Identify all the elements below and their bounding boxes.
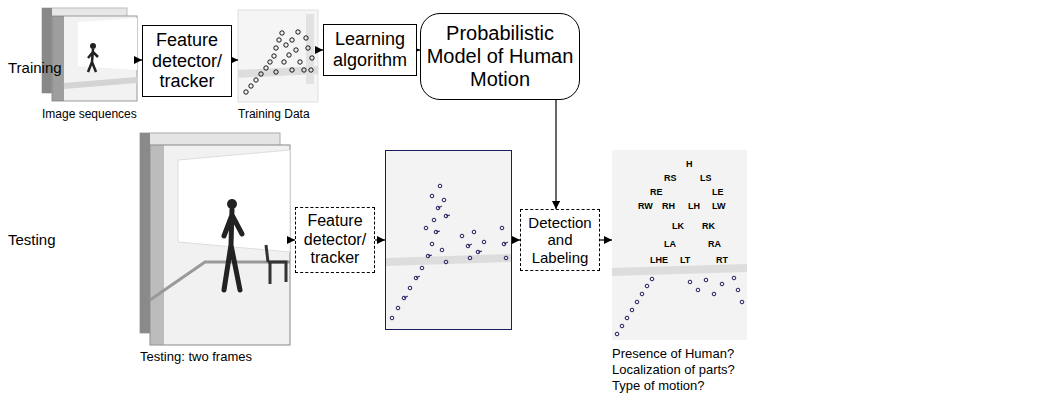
box-text: Feature detector/ tracker xyxy=(300,212,370,267)
flow-arrow xyxy=(555,100,556,210)
process-box: Learning algorithm xyxy=(323,24,417,75)
part-label: LH xyxy=(688,202,700,211)
part-label: LS xyxy=(700,174,712,183)
part-label: LHE xyxy=(650,256,668,265)
box-text: Learning algorithm xyxy=(328,29,412,70)
caption-text: Type of motion? xyxy=(612,378,705,394)
caption-text: Testing: two frames xyxy=(140,349,252,365)
feature-image xyxy=(385,150,512,330)
flow-arrow xyxy=(512,239,520,240)
part-label: H xyxy=(686,160,693,169)
caption-text: Image sequences xyxy=(42,106,137,122)
flow-arrow xyxy=(375,239,385,240)
data-thumbnail: Training Data xyxy=(238,10,318,122)
part-label: LT xyxy=(680,256,690,265)
result-image: Presence of Human?Localization of parts?… xyxy=(612,150,747,394)
box-text: Probabilistic Model of Human Motion xyxy=(425,22,575,91)
part-label: LK xyxy=(672,222,684,231)
row-label: Testing xyxy=(8,232,56,247)
model-box: Probabilistic Model of Human Motion xyxy=(420,13,580,100)
part-label: LE xyxy=(712,188,724,197)
row-label: Training xyxy=(8,60,62,75)
labeled-result-picture xyxy=(612,150,747,340)
part-label: RE xyxy=(650,188,663,197)
testing-frames-picture xyxy=(140,133,290,345)
process-box: Detection and Labeling xyxy=(520,209,600,271)
box-text: Feature detector/ tracker xyxy=(147,30,227,92)
part-label: RK xyxy=(702,222,715,231)
flow-arrow xyxy=(600,239,612,240)
box-text: Detection and Labeling xyxy=(525,214,595,266)
caption-text: Localization of parts? xyxy=(612,362,735,378)
part-label: LW xyxy=(712,202,726,211)
feature-points-picture xyxy=(386,151,511,329)
training-data-picture xyxy=(238,10,318,102)
caption-text: Presence of Human? xyxy=(612,346,734,362)
image-sequence-picture xyxy=(42,8,137,101)
part-label: RT xyxy=(716,256,728,265)
process-box: Feature detector/ tracker xyxy=(142,25,232,97)
part-label: RA xyxy=(708,240,721,249)
caption-text: Training Data xyxy=(238,106,310,122)
part-label: RS xyxy=(664,174,677,183)
frames-thumbnail: Testing: two frames xyxy=(140,133,290,365)
flow-arrow xyxy=(232,59,238,60)
part-label: RW xyxy=(638,202,653,211)
part-label: LA xyxy=(664,240,676,249)
part-label: RH xyxy=(662,202,675,211)
process-box: Feature detector/ tracker xyxy=(295,207,375,272)
